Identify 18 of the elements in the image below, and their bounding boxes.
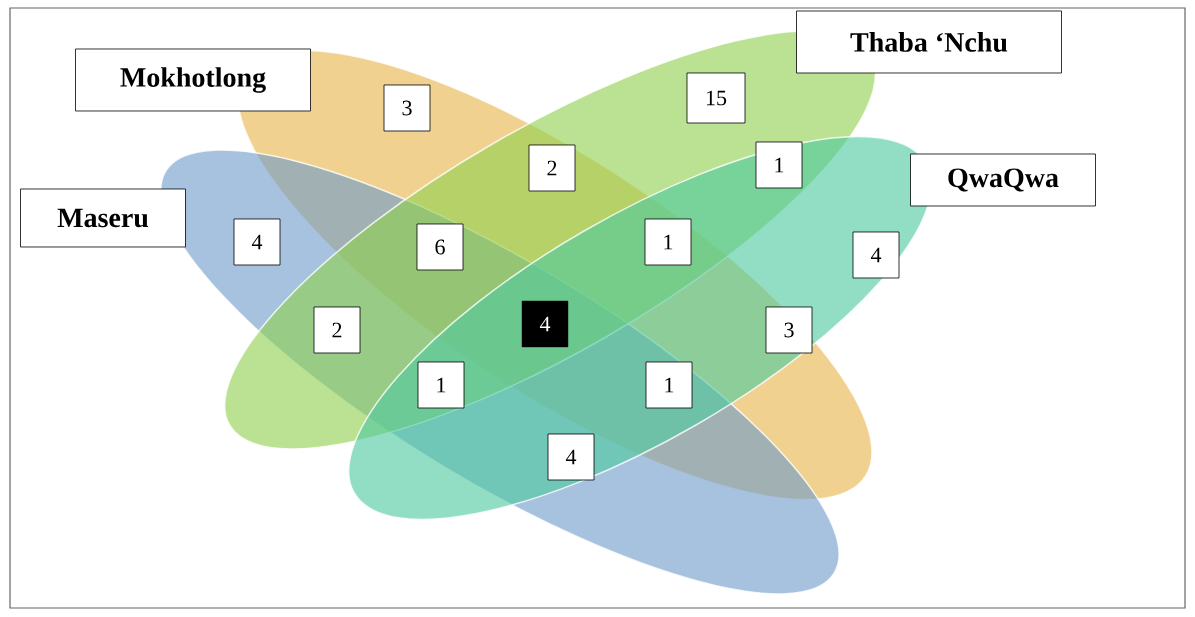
count-box: 2 [313, 306, 361, 354]
set-label: Maseru [20, 188, 186, 248]
count-box: 1 [417, 361, 465, 409]
count-box: 3 [765, 306, 813, 354]
count-box: 3 [383, 84, 431, 132]
count-box: 1 [755, 141, 803, 189]
set-label: QwaQwa [910, 153, 1096, 207]
count-box: 2 [528, 144, 576, 192]
count-box: 15 [686, 72, 746, 124]
count-box: 1 [644, 218, 692, 266]
count-box: 4 [521, 300, 569, 348]
count-box: 4 [852, 231, 900, 279]
set-label: Mokhotlong [75, 48, 311, 112]
set-label: Thaba ‘Nchu [796, 10, 1062, 74]
count-box: 1 [645, 361, 693, 409]
count-box: 6 [416, 223, 464, 271]
count-box: 4 [547, 433, 595, 481]
count-box: 4 [233, 218, 281, 266]
